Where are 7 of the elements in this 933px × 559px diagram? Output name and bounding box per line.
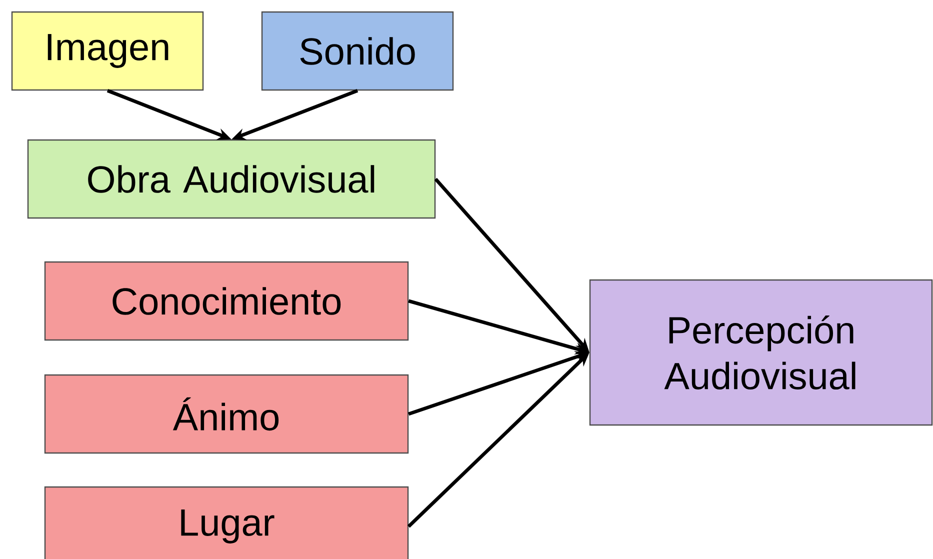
- process-box: Conocimiento: [44, 261, 409, 341]
- process-box: Imagen: [11, 11, 204, 91]
- process-box: Obra Audiovisual: [27, 139, 436, 219]
- process-box: Percepción Audiovisual: [589, 279, 933, 426]
- process-box: Lugar: [44, 486, 409, 559]
- process-box: Sonido: [261, 11, 454, 91]
- process-box: Ánimo: [44, 374, 409, 454]
